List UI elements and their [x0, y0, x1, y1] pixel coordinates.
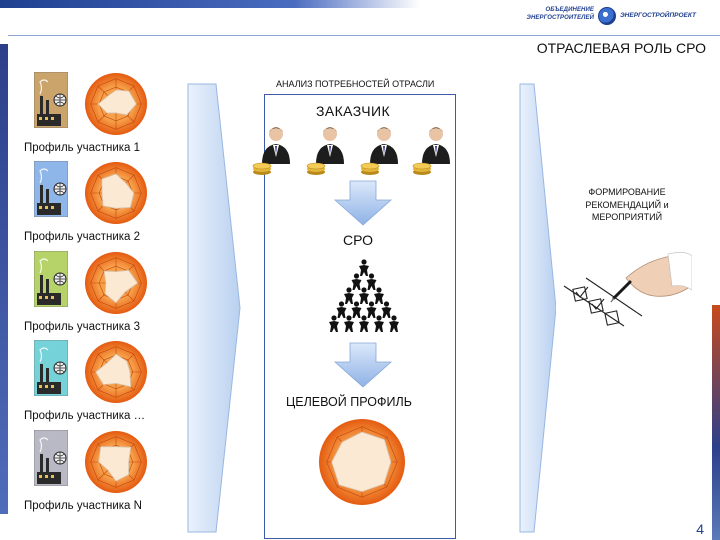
member-profile: Профиль участника 1	[24, 72, 224, 162]
rec-line-1: ФОРМИРОВАНИЕ	[588, 187, 666, 197]
people-pyramid-icon	[326, 258, 402, 332]
businessman-icon	[306, 124, 350, 176]
title-divider	[8, 35, 720, 36]
logo-text-left: ОБЪЕДИНЕНИЕ ЭНЕРГОСТРОИТЕЛЕЙ	[506, 6, 594, 22]
factory-icon	[34, 251, 68, 307]
flow-arrow-left	[186, 82, 242, 534]
member-profile: Профиль участника N	[24, 430, 224, 520]
page-number: 4	[696, 521, 704, 537]
factory-icon	[34, 430, 68, 486]
target-radar-icon	[318, 418, 406, 506]
rec-line-3: МЕРОПРИЯТИЙ	[591, 212, 663, 222]
header-band	[0, 0, 420, 8]
client-heading: ЗАКАЗЧИК	[316, 103, 391, 119]
radar-icon	[84, 161, 148, 225]
member-profile: Профиль участника 3	[24, 251, 224, 341]
businessman-icon	[412, 124, 456, 176]
profile-label: Профиль участника N	[24, 500, 142, 512]
recommendations-label: ФОРМИРОВАНИЕ РЕКОМЕНДАЦИЙ и МЕРОПРИЯТИЙ	[568, 186, 686, 224]
radar-icon	[84, 72, 148, 136]
down-arrow-icon	[334, 342, 392, 388]
factory-icon	[34, 340, 68, 396]
businessman-icon	[360, 124, 404, 176]
logo-line-2: ЭНЕРГОСТРОИТЕЛЕЙ	[526, 15, 594, 21]
sro-heading: СРО	[343, 232, 374, 248]
profile-label: Профиль участника 2	[24, 231, 141, 243]
profile-label: Профиль участника 3	[24, 321, 141, 333]
radar-icon	[84, 251, 148, 315]
logo-line-1: ОБЪЕДИНЕНИЕ	[545, 7, 594, 13]
right-decor-stripe	[712, 305, 720, 540]
left-decor-stripe	[0, 44, 8, 514]
factory-icon	[34, 72, 68, 128]
businessman-icon	[252, 124, 296, 176]
slide-title: ОТРАСЛЕВАЯ РОЛЬ СРО	[536, 40, 706, 56]
logo-globe-icon	[598, 7, 616, 25]
profile-label: Профиль участника …	[24, 410, 146, 422]
checklist-hand-icon	[556, 248, 692, 340]
factory-icon	[34, 161, 68, 217]
logo-text-right: ЭНЕРГОСТРОЙПРОЕКТ	[620, 12, 696, 19]
analysis-label: АНАЛИЗ ПОТРЕБНОСТЕЙ ОТРАСЛИ	[276, 79, 435, 89]
radar-icon	[84, 340, 148, 404]
member-profile: Профиль участника …	[24, 340, 224, 430]
header-bar: ОБЪЕДИНЕНИЕ ЭНЕРГОСТРОИТЕЛЕЙ ЭНЕРГОСТРОЙ…	[0, 0, 720, 34]
profile-label: Профиль участника 1	[24, 142, 141, 154]
rec-line-2: РЕКОМЕНДАЦИЙ и	[585, 199, 669, 210]
down-arrow-icon	[334, 180, 392, 226]
company-logo: ОБЪЕДИНЕНИЕ ЭНЕРГОСТРОИТЕЛЕЙ ЭНЕРГОСТРОЙ…	[506, 6, 710, 28]
radar-icon	[84, 430, 148, 494]
target-profile-heading: ЦЕЛЕВОЙ ПРОФИЛЬ	[286, 395, 412, 409]
member-profile: Профиль участника 2	[24, 161, 224, 251]
flow-arrow-right	[518, 82, 558, 534]
